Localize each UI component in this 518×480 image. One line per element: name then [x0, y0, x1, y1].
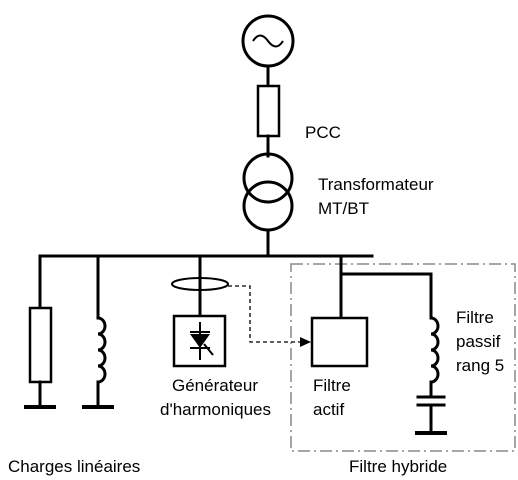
pcc-label: PCC [305, 123, 341, 142]
linear-loads-caption: Charges linéaires [8, 457, 140, 476]
measurement-signal-line [228, 285, 300, 343]
transformer [242, 152, 294, 232]
active-filter-label-line1: Filtre [313, 376, 351, 395]
thyristor-icon [190, 322, 214, 360]
transformer-label-line2: MT/BT [318, 199, 369, 218]
transformer-label-line1: Transformateur [318, 175, 434, 194]
passive-filter-inductor-icon [429, 316, 440, 384]
load-inductor-icon [96, 316, 107, 384]
sine-wave-icon [252, 34, 284, 48]
harmonic-generator-label-line1: Générateur [172, 376, 258, 395]
passive-filter-label-line1: Filtre [456, 308, 494, 327]
signal-arrow-icon [300, 337, 311, 347]
passive-filter-label-line2: passif [456, 332, 501, 351]
transformer-primary-coil [242, 152, 294, 204]
linear-load-inductor-branch [82, 254, 114, 409]
passive-filter-label-line3: rang 5 [456, 356, 504, 375]
pcc-impedance [256, 84, 281, 138]
transformer-secondary-coil [242, 180, 294, 232]
linear-load-resistor-branch [24, 254, 56, 409]
active-filter-box [310, 316, 369, 368]
hybrid-filter-boundary [290, 263, 516, 452]
passive-filter-branch [415, 272, 447, 435]
current-sensor [171, 277, 229, 291]
hybrid-filter-caption: Filtre hybride [349, 457, 447, 476]
harmonic-generator-label-line2: d'harmoniques [160, 400, 271, 419]
ac-source [241, 14, 295, 68]
active-filter-label-line2: actif [313, 400, 344, 419]
load-resistor [28, 306, 53, 384]
harmonic-generator-branch [171, 254, 229, 368]
